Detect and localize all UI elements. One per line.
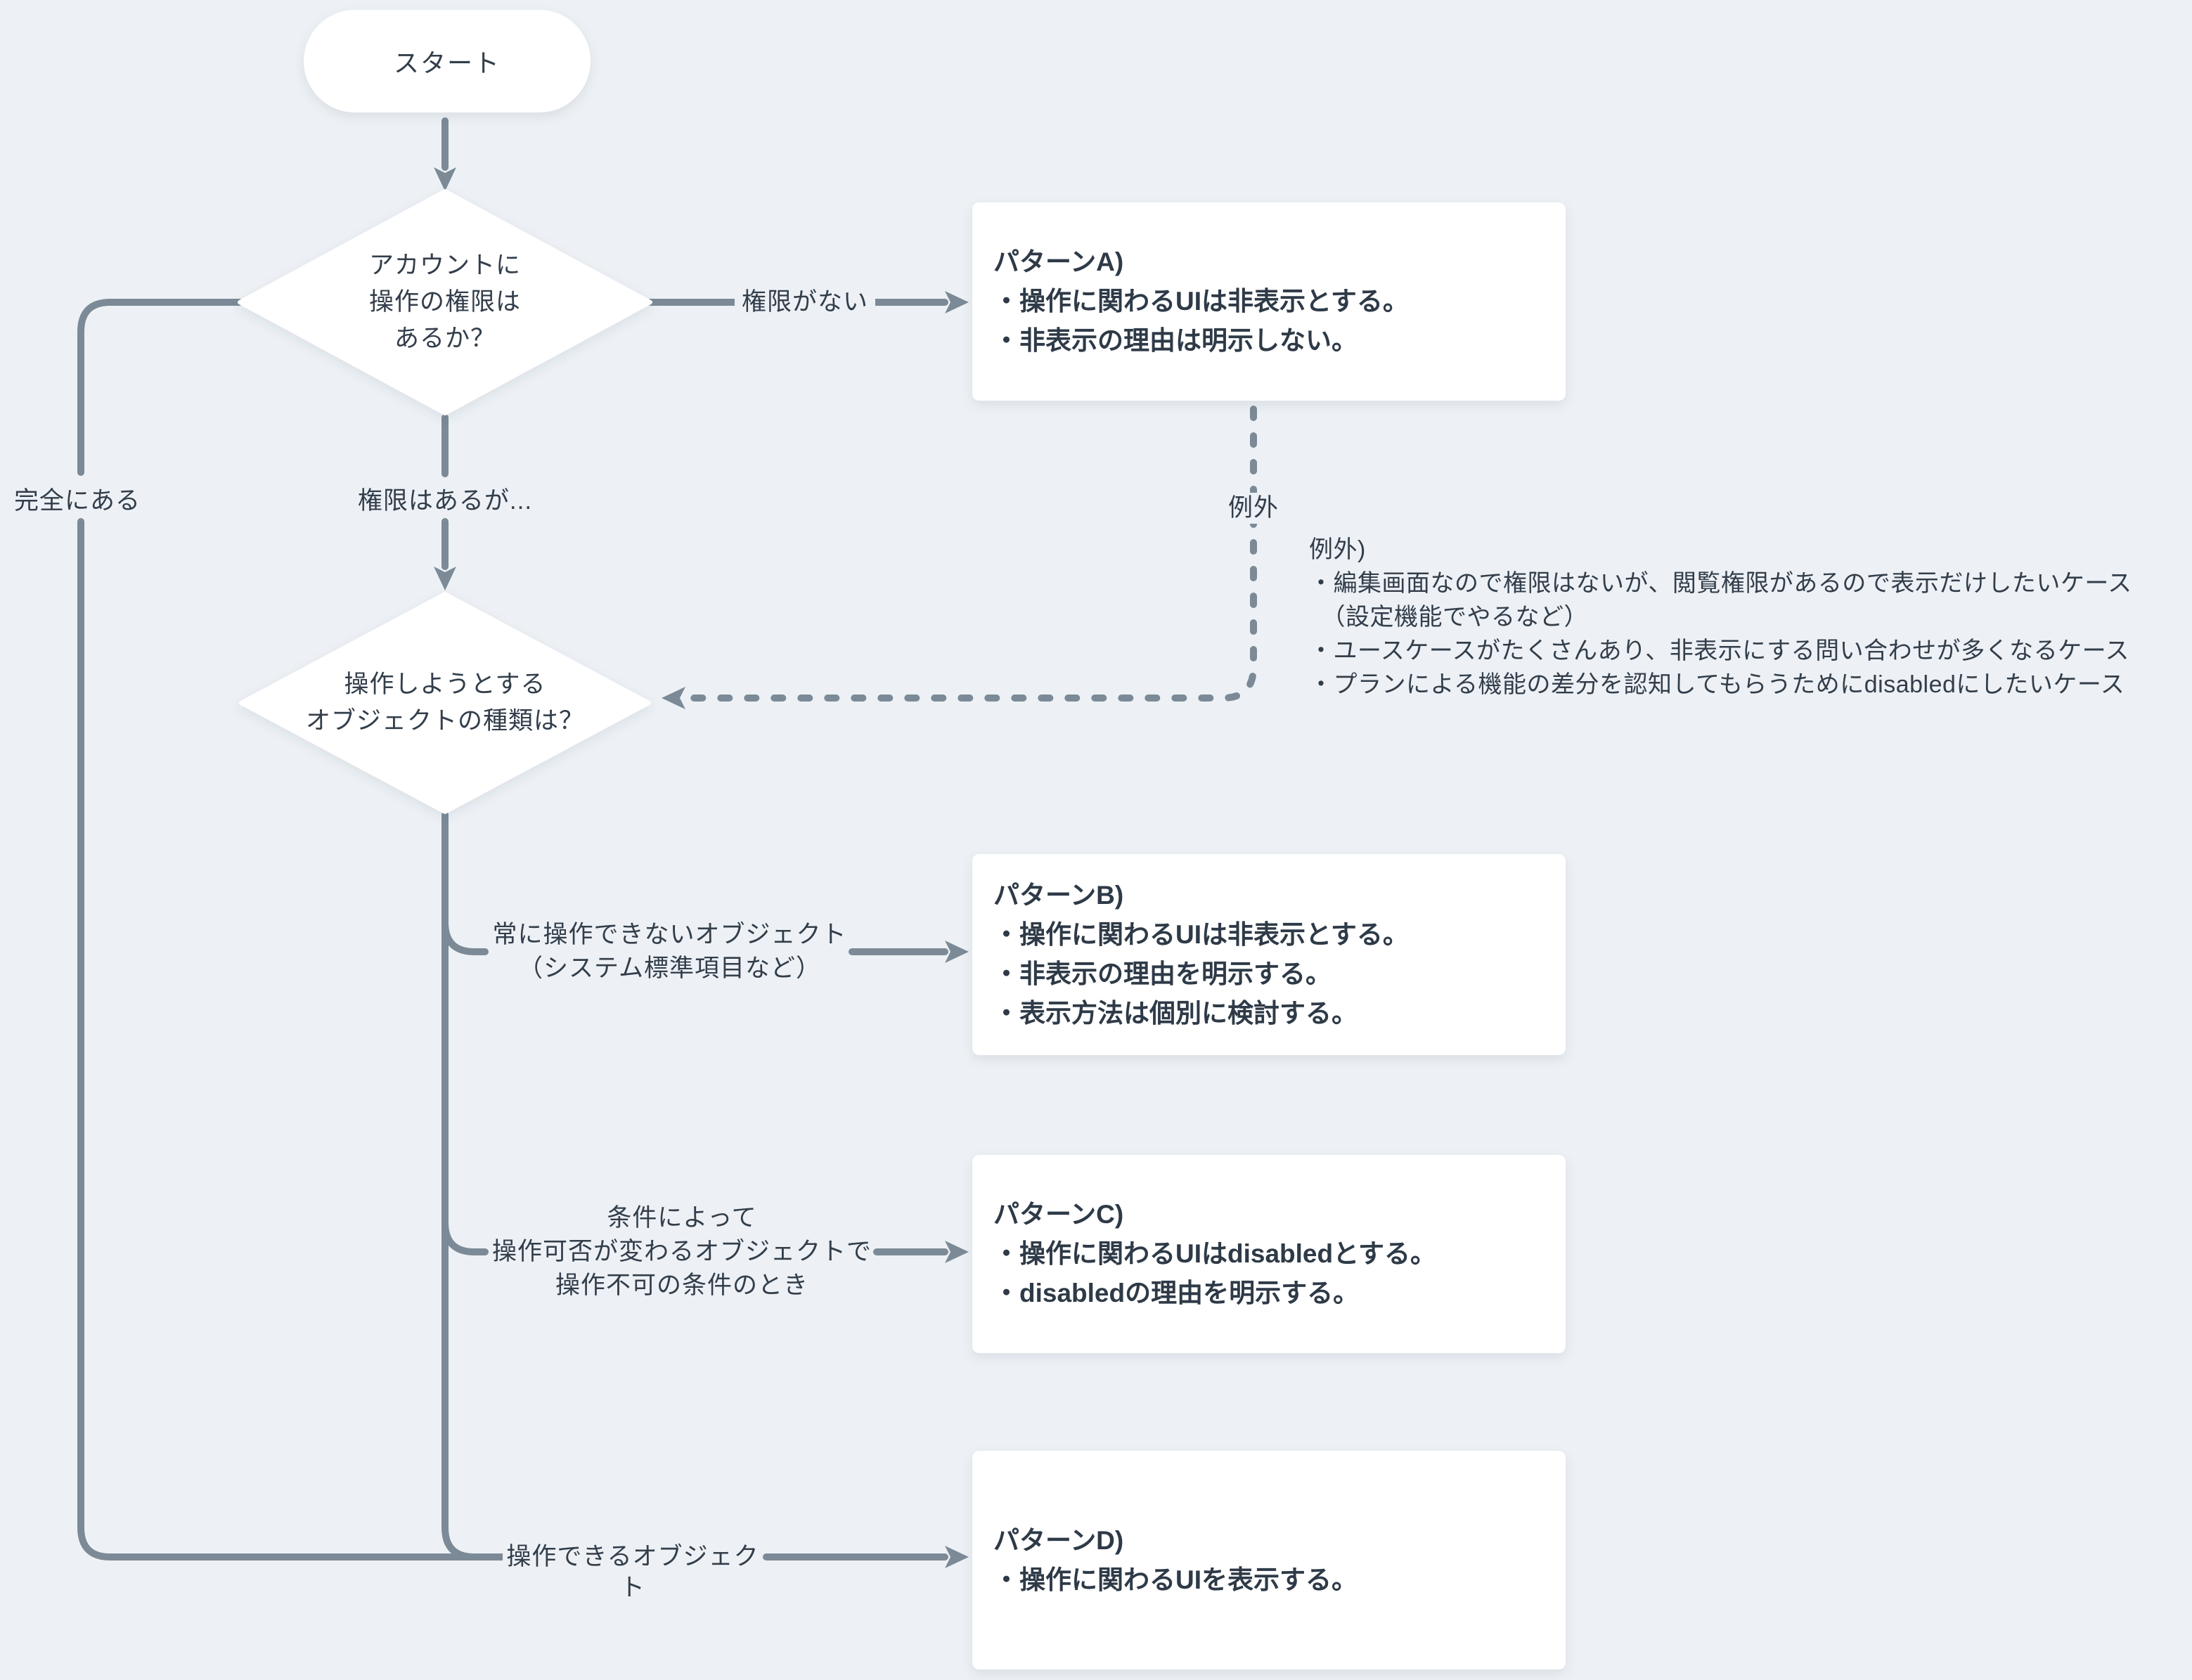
decision-object-type: 操作しようとする オブジェクトの種類は？ xyxy=(305,671,584,735)
pattern-b-box: パターンB) ・操作に関わるUIは非表示とする。 ・非表示の理由を明示する。 ・… xyxy=(972,854,1566,1055)
decision-account-permission-shape xyxy=(238,189,652,415)
edge-label-operable: 操作できるオブジェクト xyxy=(503,1542,763,1603)
edge-label-exception: 例外 xyxy=(1215,493,1292,524)
pattern-d-box: パターンD) ・操作に関わるUIを表示する。 xyxy=(972,1451,1566,1669)
pattern-c-bullet: ・disabledの理由を明示する。 xyxy=(993,1279,1360,1307)
pattern-a-title: パターンA) xyxy=(993,247,1124,276)
pattern-c-title: パターンC) xyxy=(993,1200,1124,1229)
pattern-b-bullet: ・表示方法は個別に検討する。 xyxy=(993,999,1358,1028)
start-label: スタート xyxy=(393,49,501,77)
pattern-a-box: パターンA) ・操作に関わるUIは非表示とする。 ・非表示の理由は明示しない。 xyxy=(972,202,1566,401)
exception-note-line: ・ユースケースがたくさんあり、非表示にする問い合わせが多くなるケース xyxy=(1309,638,2129,664)
pattern-a-bullet: ・操作に関わるUIは非表示とする。 xyxy=(993,287,1409,316)
edge-bypass-top xyxy=(77,299,243,476)
pattern-c-bullet: ・操作に関わるUIはdisabledとする。 xyxy=(993,1239,1436,1268)
exception-note-line: ・編集画面なので権限はないが、閲覧権限があるので表示だけしたいケース xyxy=(1309,570,2132,597)
pattern-d-title: パターンD) xyxy=(993,1525,1124,1555)
pattern-c-box: パターンC) ・操作に関わるUIはdisabledとする。 ・disabledの… xyxy=(972,1155,1566,1353)
edge-trunk xyxy=(441,811,508,1561)
start-node: スタート xyxy=(304,10,591,112)
decision-account-permission: アカウントに 操作の権限は あるか？ xyxy=(368,252,521,352)
edge-branch-b-stub xyxy=(441,919,489,955)
pattern-b-bullet: ・操作に関わるUIは非表示とする。 xyxy=(993,920,1409,949)
edge-exception-dashed xyxy=(662,406,1257,709)
decision-object-type-shape xyxy=(239,592,651,814)
pattern-b-bullet: ・非表示の理由を明示する。 xyxy=(993,959,1332,988)
edge-label-fully-has: 完全にある xyxy=(7,486,148,517)
edge-label-no-permission: 権限がない xyxy=(735,287,875,318)
exception-note-line: （設定機能でやるなど） xyxy=(1309,604,1588,631)
edge-label-always-inoperable: 常に操作できないオブジェクト （システム標準項目など） xyxy=(492,918,847,986)
pattern-b-title: パターンB) xyxy=(993,881,1124,910)
edge-bypass-bottom xyxy=(77,518,508,1561)
exception-note-line: ・プランによる機能の差分を認知してもらうためにdisabledにしたいケース xyxy=(1309,671,2125,698)
edge-branch-c-stub xyxy=(441,1219,489,1255)
exception-note: 例外) ・編集画面なので権限はないが、閲覧権限があるので表示だけしたいケース （… xyxy=(1309,533,2188,702)
edge-label-has-permission-but: 権限はあるが... xyxy=(354,486,536,517)
pattern-a-bullet: ・非表示の理由は明示しない。 xyxy=(993,326,1358,355)
exception-note-title: 例外) xyxy=(1309,536,1366,563)
edge-label-conditional: 条件によって 操作可否が変わるオブジェクトで 操作不可の条件のとき xyxy=(492,1201,872,1303)
pattern-d-bullet: ・操作に関わるUIを表示する。 xyxy=(993,1565,1358,1594)
